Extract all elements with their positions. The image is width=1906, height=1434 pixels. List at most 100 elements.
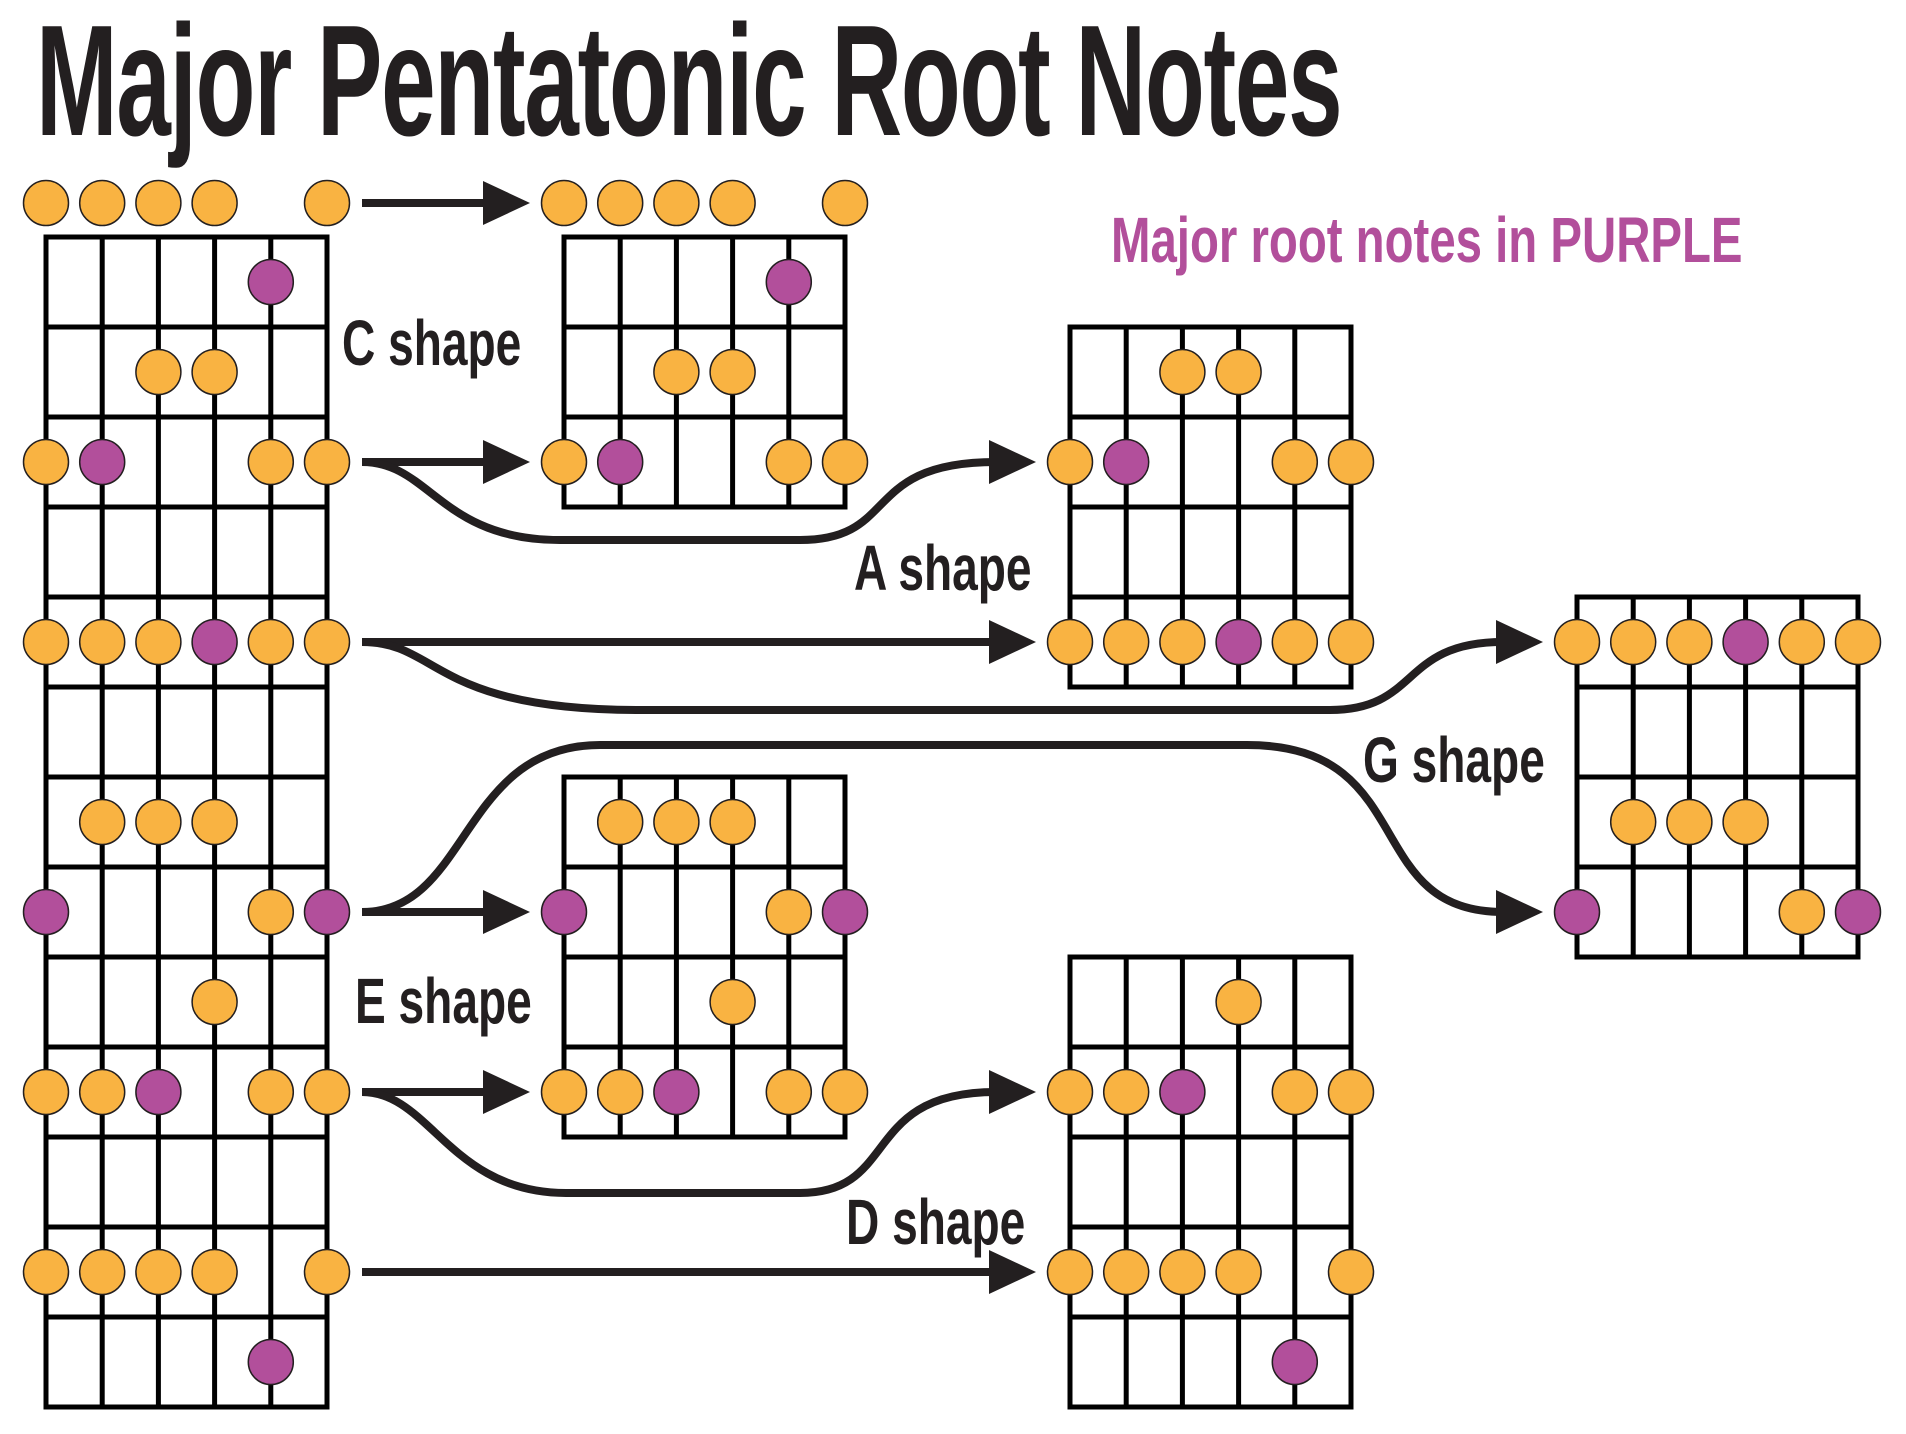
- scale-note-dot: [135, 348, 182, 396]
- root-note-dot: [765, 258, 813, 306]
- scale-note-dot: [1327, 438, 1375, 486]
- scale-note-dot: [1046, 438, 1094, 486]
- label-e-shape: E shape: [355, 965, 532, 1037]
- fretboard-c: [540, 179, 869, 510]
- scale-note-dot: [78, 798, 126, 846]
- scale-note-dot: [135, 179, 182, 227]
- root-note-dot: [247, 258, 295, 306]
- scale-note-dot: [1722, 798, 1769, 846]
- scale-note-dot: [1778, 888, 1826, 936]
- page-title: Major Pentatonic Root Notes: [36, 0, 1343, 169]
- arrow-8-to-g-head: [1496, 890, 1543, 934]
- scale-note-dot: [247, 888, 295, 936]
- scale-note-dot: [1271, 1068, 1319, 1116]
- scale-note-dot: [1327, 1068, 1375, 1116]
- scale-note-dot: [1102, 618, 1150, 666]
- root-note-dot: [303, 888, 351, 936]
- root-note-dot: [135, 1068, 182, 1116]
- scale-note-dot: [540, 179, 588, 227]
- root-note-dot: [1159, 1068, 1206, 1116]
- fretboard-main: [22, 179, 351, 1410]
- scale-note-dot: [22, 179, 70, 227]
- scale-note-dot: [1609, 618, 1657, 666]
- scale-note-dot: [78, 1068, 126, 1116]
- label-d-shape: D shape: [846, 1186, 1026, 1258]
- scale-note-dot: [1609, 798, 1657, 846]
- scale-note-dot: [22, 438, 70, 486]
- scale-note-dot: [1327, 618, 1375, 666]
- scale-note-dot: [1778, 618, 1826, 666]
- scale-note-dot: [1046, 1068, 1094, 1116]
- scale-note-dot: [135, 1248, 182, 1296]
- scale-note-dot: [1834, 618, 1882, 666]
- scale-note-dot: [1271, 438, 1319, 486]
- fretboard-d: [1046, 954, 1375, 1410]
- scale-note-dot: [78, 618, 126, 666]
- scale-note-dot: [709, 798, 756, 846]
- scale-note-dot: [303, 618, 351, 666]
- scale-note-dot: [1102, 1248, 1150, 1296]
- arrow-8-to-g: [361, 741, 1504, 916]
- root-note-dot: [191, 618, 238, 666]
- arrows-layer: [361, 181, 1543, 1294]
- scale-note-dot: [22, 618, 70, 666]
- scale-note-dot: [1215, 348, 1262, 396]
- root-note-dot: [1271, 1338, 1319, 1386]
- scale-note-dot: [1159, 1248, 1206, 1296]
- fretboard-g: [1553, 594, 1882, 960]
- scale-note-dot: [303, 438, 351, 486]
- scale-note-dot: [821, 438, 869, 486]
- arrow-10-to-d-head: [989, 1070, 1036, 1114]
- scale-note-dot: [1102, 1068, 1150, 1116]
- scale-note-dot: [653, 348, 700, 396]
- scale-note-dot: [765, 438, 813, 486]
- scale-note-dot: [191, 978, 238, 1026]
- arrow-5-to-a-head: [989, 620, 1036, 664]
- root-note-dot: [247, 1338, 295, 1386]
- label-a-shape: A shape: [854, 532, 1032, 604]
- scale-note-dot: [540, 438, 588, 486]
- fretboard-a: [1046, 324, 1375, 690]
- scale-note-dot: [78, 179, 126, 227]
- root-note-dot: [22, 888, 70, 936]
- scale-note-dot: [1327, 1248, 1375, 1296]
- root-note-dot: [1722, 618, 1769, 666]
- root-note-dot: [540, 888, 588, 936]
- scale-note-dot: [1215, 1248, 1262, 1296]
- scale-note-dot: [709, 348, 756, 396]
- scale-note-dot: [247, 618, 295, 666]
- scale-note-dot: [1553, 618, 1601, 666]
- scale-note-dot: [303, 1248, 351, 1296]
- scale-note-dot: [1159, 348, 1206, 396]
- scale-note-dot: [191, 1248, 238, 1296]
- scale-note-dot: [78, 1248, 126, 1296]
- label-g-shape: G shape: [1363, 724, 1545, 796]
- scale-note-dot: [765, 1068, 813, 1116]
- arrow-12-to-d-head: [989, 1250, 1036, 1294]
- scale-note-dot: [653, 179, 700, 227]
- scale-note-dot: [596, 179, 644, 227]
- root-note-dot: [78, 438, 126, 486]
- arrow-0-to-c-head: [483, 181, 530, 225]
- label-c-shape: C shape: [342, 307, 522, 379]
- scale-note-dot: [1271, 618, 1319, 666]
- scale-note-dot: [596, 1068, 644, 1116]
- scale-note-dot: [596, 798, 644, 846]
- scale-note-dot: [191, 179, 238, 227]
- scale-note-dot: [540, 1068, 588, 1116]
- root-note-dot: [596, 438, 644, 486]
- root-note-dot: [1834, 888, 1882, 936]
- root-note-dot: [1102, 438, 1150, 486]
- arrow-8-to-e-head: [483, 890, 530, 934]
- scale-note-dot: [22, 1248, 70, 1296]
- scale-note-dot: [821, 1068, 869, 1116]
- boards-layer: [22, 179, 1882, 1410]
- fretboard-e: [540, 774, 869, 1140]
- scale-note-dot: [1666, 798, 1713, 846]
- scale-note-dot: [653, 798, 700, 846]
- scale-note-dot: [191, 348, 238, 396]
- scale-note-dot: [191, 798, 238, 846]
- legend-text: Major root notes in PURPLE: [1111, 204, 1743, 276]
